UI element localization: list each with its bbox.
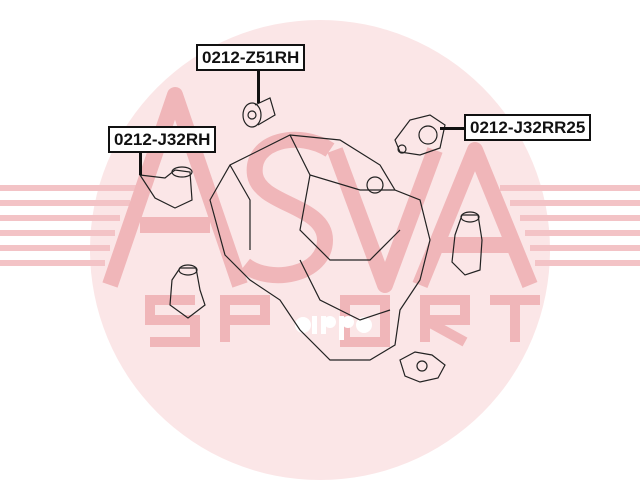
leader-line-j32rr25 (440, 127, 464, 130)
engine-mount-right-side (451, 211, 483, 276)
part-label-z51rh: 0212-Z51RH (196, 44, 306, 71)
engine-mount-z51rh (242, 97, 276, 128)
part-label-j32rr25: 0212-J32RR25 (464, 114, 592, 141)
part-label-j32rh: 0212-J32RH (108, 126, 217, 153)
watermark-brand-shapes (102, 87, 538, 293)
leader-line-j32rh (139, 153, 142, 175)
engine-mount-j32rr25 (394, 114, 446, 156)
engine-mount-left-lower (169, 264, 206, 319)
engine-mount-j32rh (138, 166, 193, 209)
engine-mount-rear-lower (399, 351, 446, 383)
leader-line-z51rh (257, 71, 260, 103)
watermark-shop-shapes (295, 316, 372, 340)
